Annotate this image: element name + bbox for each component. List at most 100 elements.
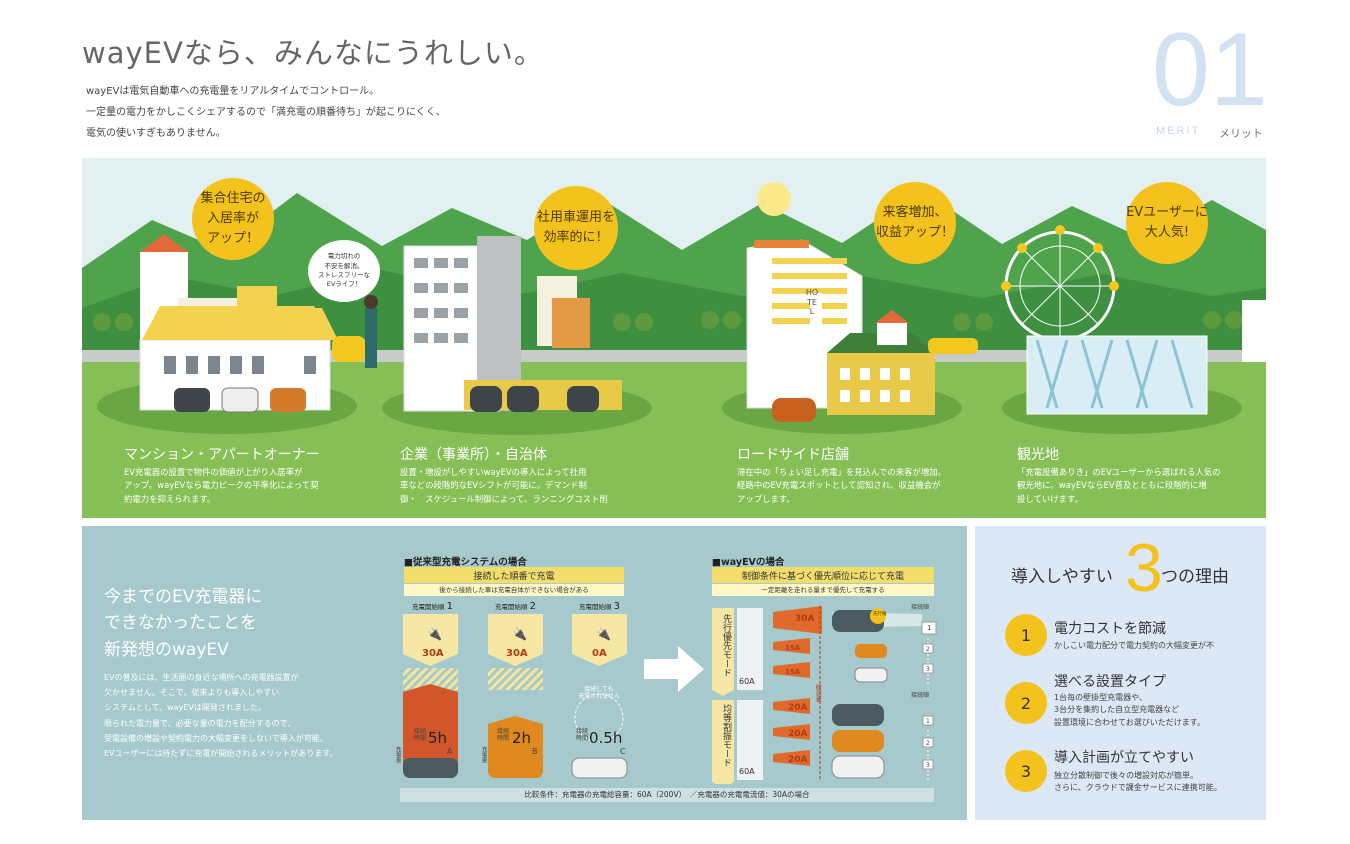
- reason-3-heading: 導入計画が立てやすい: [1054, 750, 1194, 766]
- comparison-panel: 今までのEV充電器に できなかったことを 新発想のwayEV EVの普及には、生…: [82, 526, 967, 820]
- mode1-amp-3: 15A: [785, 668, 801, 676]
- category-desc-roadside: 滞在中の「ちょい足し充電」を見込んでの来客が増加。 経路中のEV充電スポットとし…: [737, 467, 946, 504]
- slot1-label-text: 充電開始順: [412, 603, 445, 611]
- category-title-company: 企業（事業所）・自治体: [400, 447, 547, 463]
- slot2-letter: B: [532, 747, 538, 756]
- reason-2-text: 1台毎の壁掛型充電器や、 3台分を集約した自立型充電器など 設置環境に合わせてお…: [1054, 693, 1205, 727]
- bubble-roadside: 来客増加、 収益アップ！: [874, 182, 956, 264]
- speech-balloon: 電力切れの 不安を解消。 ストレスフリーな EVライフ！: [308, 240, 380, 302]
- bubble-housing-text: 集合住宅の 入居率が アップ！: [200, 190, 266, 247]
- slot1-time-label: 接続 時間: [414, 728, 427, 743]
- mode2-name: 均等割振モード: [721, 704, 731, 767]
- mode1-total: 60A: [739, 677, 755, 686]
- category-title-tourism: 観光地: [1017, 447, 1059, 463]
- reasons-title-pre: 導入しやすい: [1011, 567, 1113, 587]
- reason-1-number: 1: [1005, 614, 1047, 656]
- conventional-sub: 後から接続した車は充電自体ができない場合がある: [404, 584, 624, 596]
- slot2-label: 充電開始順 2: [495, 601, 536, 612]
- total-capacity-label: 総容量: [814, 684, 822, 702]
- wayev-bar: 制御条件に基づく優先順位に応じて充電: [712, 567, 934, 583]
- slot1-amp: 30A: [422, 648, 444, 659]
- mode2-order-2: 2: [926, 740, 930, 747]
- svg-text:🔌: 🔌: [512, 627, 527, 641]
- panel-heading: 今までのEV充電器に できなかったことを 新発想のwayEV: [104, 587, 263, 660]
- mode2-amp-1: 20A: [788, 703, 808, 713]
- bubble-tourism: EVユーザーに 大人気!: [1126, 182, 1208, 264]
- bubble-housing: 集合住宅の 入居率が アップ！: [192, 178, 274, 260]
- slot2-hours: 2h: [512, 729, 532, 747]
- hotel-sign: HOTEL: [805, 288, 819, 317]
- slot3-hours: 0.5h: [589, 729, 623, 747]
- conventional-label: ■従来型充電システムの場合: [404, 557, 527, 568]
- lead-line-2: 一定量の電力をかしこくシェアするので「満充電の順番待ち」が起こりにくく、: [86, 107, 446, 118]
- slot2-charge-label: 充電量: [480, 746, 487, 763]
- reason-3-text: 独立分散制御で後々の増設対応が簡単。 さらに、クラウドで課金サービスに連携可能。: [1054, 771, 1222, 793]
- slot1-order: 1: [446, 601, 453, 612]
- slot2-amp: 30A: [506, 648, 528, 659]
- mode1-amp-1: 30A: [795, 614, 815, 624]
- wayev-sub: 一定距離を走れる量まで優先して充電する: [712, 584, 934, 596]
- slot3-time-label: 接続 時間: [576, 728, 589, 743]
- mode1-order-2: 2: [926, 646, 930, 653]
- conventional-bar: 接続した順番で充電: [404, 567, 624, 583]
- lead-line-1: wayEVは電気自動車への充電量をリアルタイムでコントロール。: [86, 86, 380, 97]
- right-arrow-icon: [644, 646, 704, 692]
- mode1-order-1: 1: [927, 624, 932, 632]
- slot3-letter: C: [620, 747, 626, 756]
- slot1-hours: 5h: [428, 729, 448, 747]
- scene-background: [82, 182, 1266, 518]
- category-title-roadside: ロードサイド店舗: [737, 447, 849, 463]
- wayev-diagram: [712, 606, 937, 784]
- category-desc-mansion: EV充電器の設置で物件の価値が上がり入居率が アップ。wayEVなら電力ピークの…: [124, 467, 319, 504]
- reasons-panel: 導入しやすい 3 つの理由 1 電力コストを節減 かしこい電力配分で電力契約の大…: [975, 526, 1266, 820]
- reason-2-number: 2: [1005, 682, 1047, 724]
- page-title: wayEVなら、みんなにうれしい。: [82, 36, 544, 70]
- reason-2-heading: 選べる設置タイプ: [1054, 674, 1166, 690]
- wayev-label: ■wayEVの場合: [712, 557, 785, 568]
- mode1-order-3: 3: [926, 666, 930, 673]
- mode2-order-3: 3: [926, 762, 930, 769]
- mode1-amp-2: 15A: [785, 644, 801, 652]
- slot3-note: 接続しても 充電されません: [578, 686, 620, 701]
- merit-label-en: MERIT: [1156, 125, 1201, 137]
- slot1-label: 充電開始順 1: [412, 601, 453, 612]
- svg-text:🔌: 🔌: [427, 627, 442, 641]
- mode2-order-label: 接続順: [911, 692, 930, 699]
- reason-1-text: かしこい電力配分で電力契約の大幅変更が不: [1054, 641, 1214, 650]
- scene-illustration: 集合住宅の 入居率が アップ！ 社用車運用を 効率的に！ 来客増加、 収益アップ…: [82, 158, 1266, 518]
- bubble-tourism-text: EVユーザーに 大人気!: [1126, 204, 1208, 240]
- panel-body: EVの普及には、生活圏の身近な場所への充電器設置が 欠かせません。そこで、従来よ…: [104, 673, 338, 758]
- mode2-order-1: 1: [926, 718, 930, 725]
- slot3-label-text: 充電開始順: [579, 603, 612, 611]
- merit-number: 01: [1152, 12, 1268, 128]
- comparison-footnote: 比較条件：充電器の充電総容量：60A（200V） ／充電器の充電電流値：30Aの…: [400, 788, 934, 802]
- bubble-roadside-text: 来客増加、 収益アップ！: [875, 204, 954, 240]
- slot3-label: 充電開始順 3: [579, 601, 620, 612]
- category-title-mansion: マンション・アパートオーナー: [124, 447, 320, 463]
- priority-badge: 先行権: [873, 612, 887, 617]
- svg-text:🔌: 🔌: [596, 627, 611, 641]
- slot2-label-text: 充電開始順: [495, 603, 528, 611]
- merit-label-jp: メリット: [1219, 127, 1263, 140]
- reason-3-number: 3: [1005, 750, 1047, 792]
- category-desc-company: 設置・増設がしやすいwayEVの導入によって社用 車などの段階的なEVシフトが可…: [400, 467, 608, 504]
- reasons-title-number: 3: [1125, 530, 1163, 606]
- mode1-name: 先行優先モード: [721, 614, 731, 677]
- slot2-time-label: 接続 時間: [497, 728, 510, 743]
- category-desc-tourism: 「充電設備ありき」のEVユーザーから選ばれる人気の 観光地に。wayEVならEV…: [1017, 467, 1221, 504]
- bubble-company: 社用車運用を 効率的に！: [534, 186, 618, 270]
- reasons-title-post: つの理由: [1161, 567, 1229, 587]
- mode1-order-label: 接続順: [911, 604, 930, 611]
- conventional-diagram: 🔌 🔌 🔌: [403, 614, 628, 779]
- mode2-total: 60A: [739, 767, 755, 776]
- slot2-order: 2: [529, 601, 536, 612]
- slot3-amp: 0A: [592, 648, 607, 659]
- reason-1-heading: 電力コストを節減: [1054, 621, 1166, 637]
- slot1-letter: A: [447, 747, 453, 756]
- bubble-company-text: 社用車運用を 効率的に！: [536, 209, 615, 245]
- slot1-charge-label: 充電量: [394, 746, 401, 763]
- slot3-order: 3: [613, 601, 620, 612]
- lead-line-3: 電気の使いすぎもありません。: [86, 128, 226, 139]
- mode2-amp-3: 20A: [788, 755, 808, 765]
- speech-balloon-text: 電力切れの 不安を解消。 ストレスフリーな EVライフ！: [318, 252, 370, 289]
